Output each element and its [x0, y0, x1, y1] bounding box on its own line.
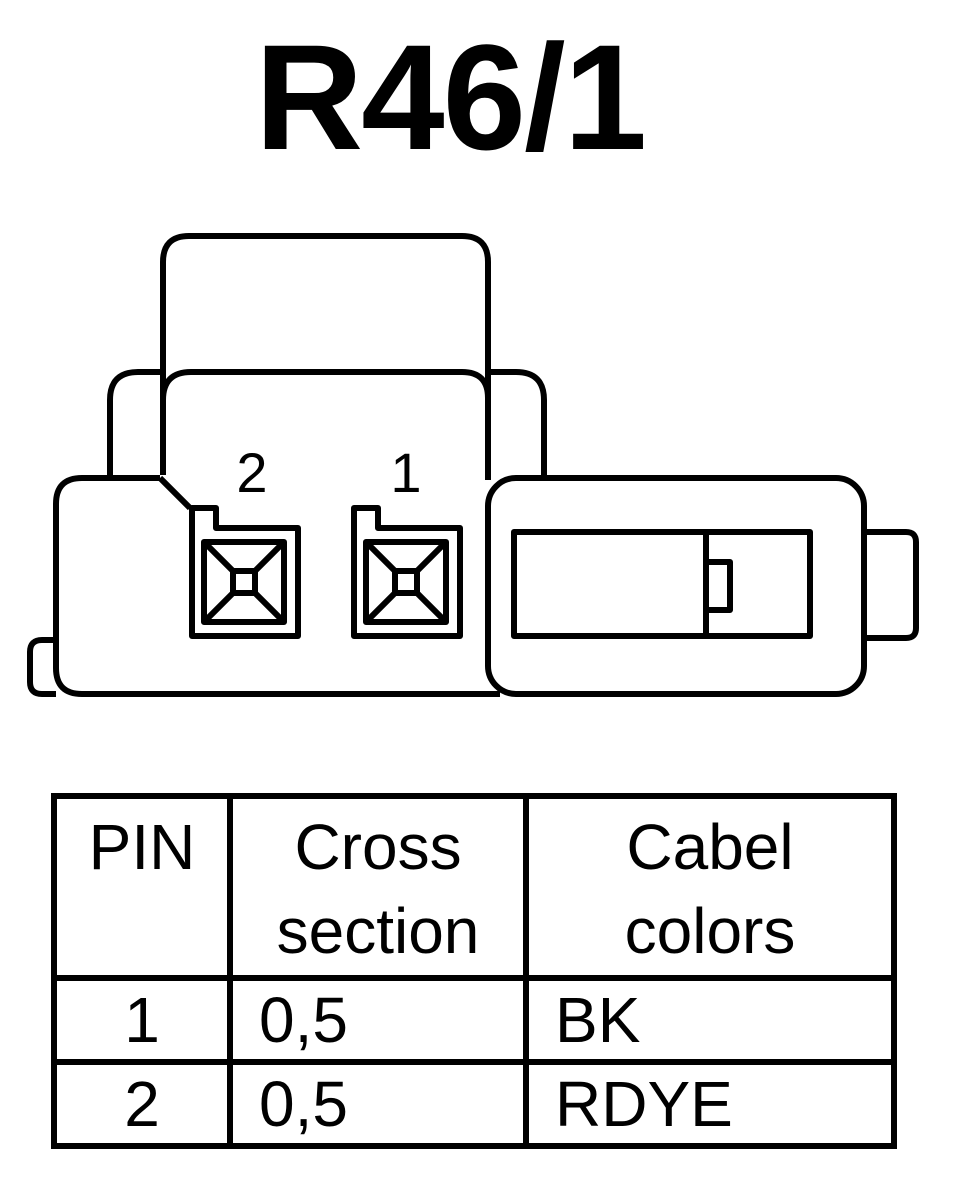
pin-label-1: 1: [390, 441, 421, 504]
connector-body-chamfer: [157, 475, 193, 511]
connector-latch-top: [160, 233, 491, 480]
row-cross-section: 0,5: [227, 975, 529, 1065]
connector-window-notch: [703, 559, 733, 613]
pin-assignment-table: PIN Cross section Cabel colors 1 0,5 BK …: [51, 793, 897, 1149]
connector-outer-shoulder: [107, 369, 547, 478]
connector-bottom-tab: [27, 637, 56, 697]
connector-right-block: [485, 475, 867, 697]
connector-body: [53, 475, 500, 697]
connector-diagram: 2 1: [27, 233, 919, 697]
row-cross-section: 0,5: [227, 1059, 529, 1149]
pin-label-2: 2: [236, 441, 267, 504]
pin-cavity-2: [189, 505, 301, 639]
row-pin: 2: [51, 1059, 233, 1149]
header-cable-colors: Cabel colors: [523, 793, 897, 981]
connector-right-tab: [864, 529, 919, 641]
connector-window: [511, 529, 813, 639]
table-header-row: PIN Cross section Cabel colors: [51, 793, 897, 981]
table-row: 2 0,5 RDYE: [51, 1059, 897, 1149]
table-row: 1 0,5 BK: [51, 975, 897, 1065]
row-color: RDYE: [523, 1059, 897, 1149]
pin-cavity-1: [351, 505, 463, 639]
connector-inner-shoulder: [160, 369, 491, 401]
header-pin: PIN: [51, 793, 233, 981]
row-pin: 1: [51, 975, 233, 1065]
row-color: BK: [523, 975, 897, 1065]
header-cross-section: Cross section: [227, 793, 529, 981]
connector-title: R46/1: [254, 13, 647, 181]
